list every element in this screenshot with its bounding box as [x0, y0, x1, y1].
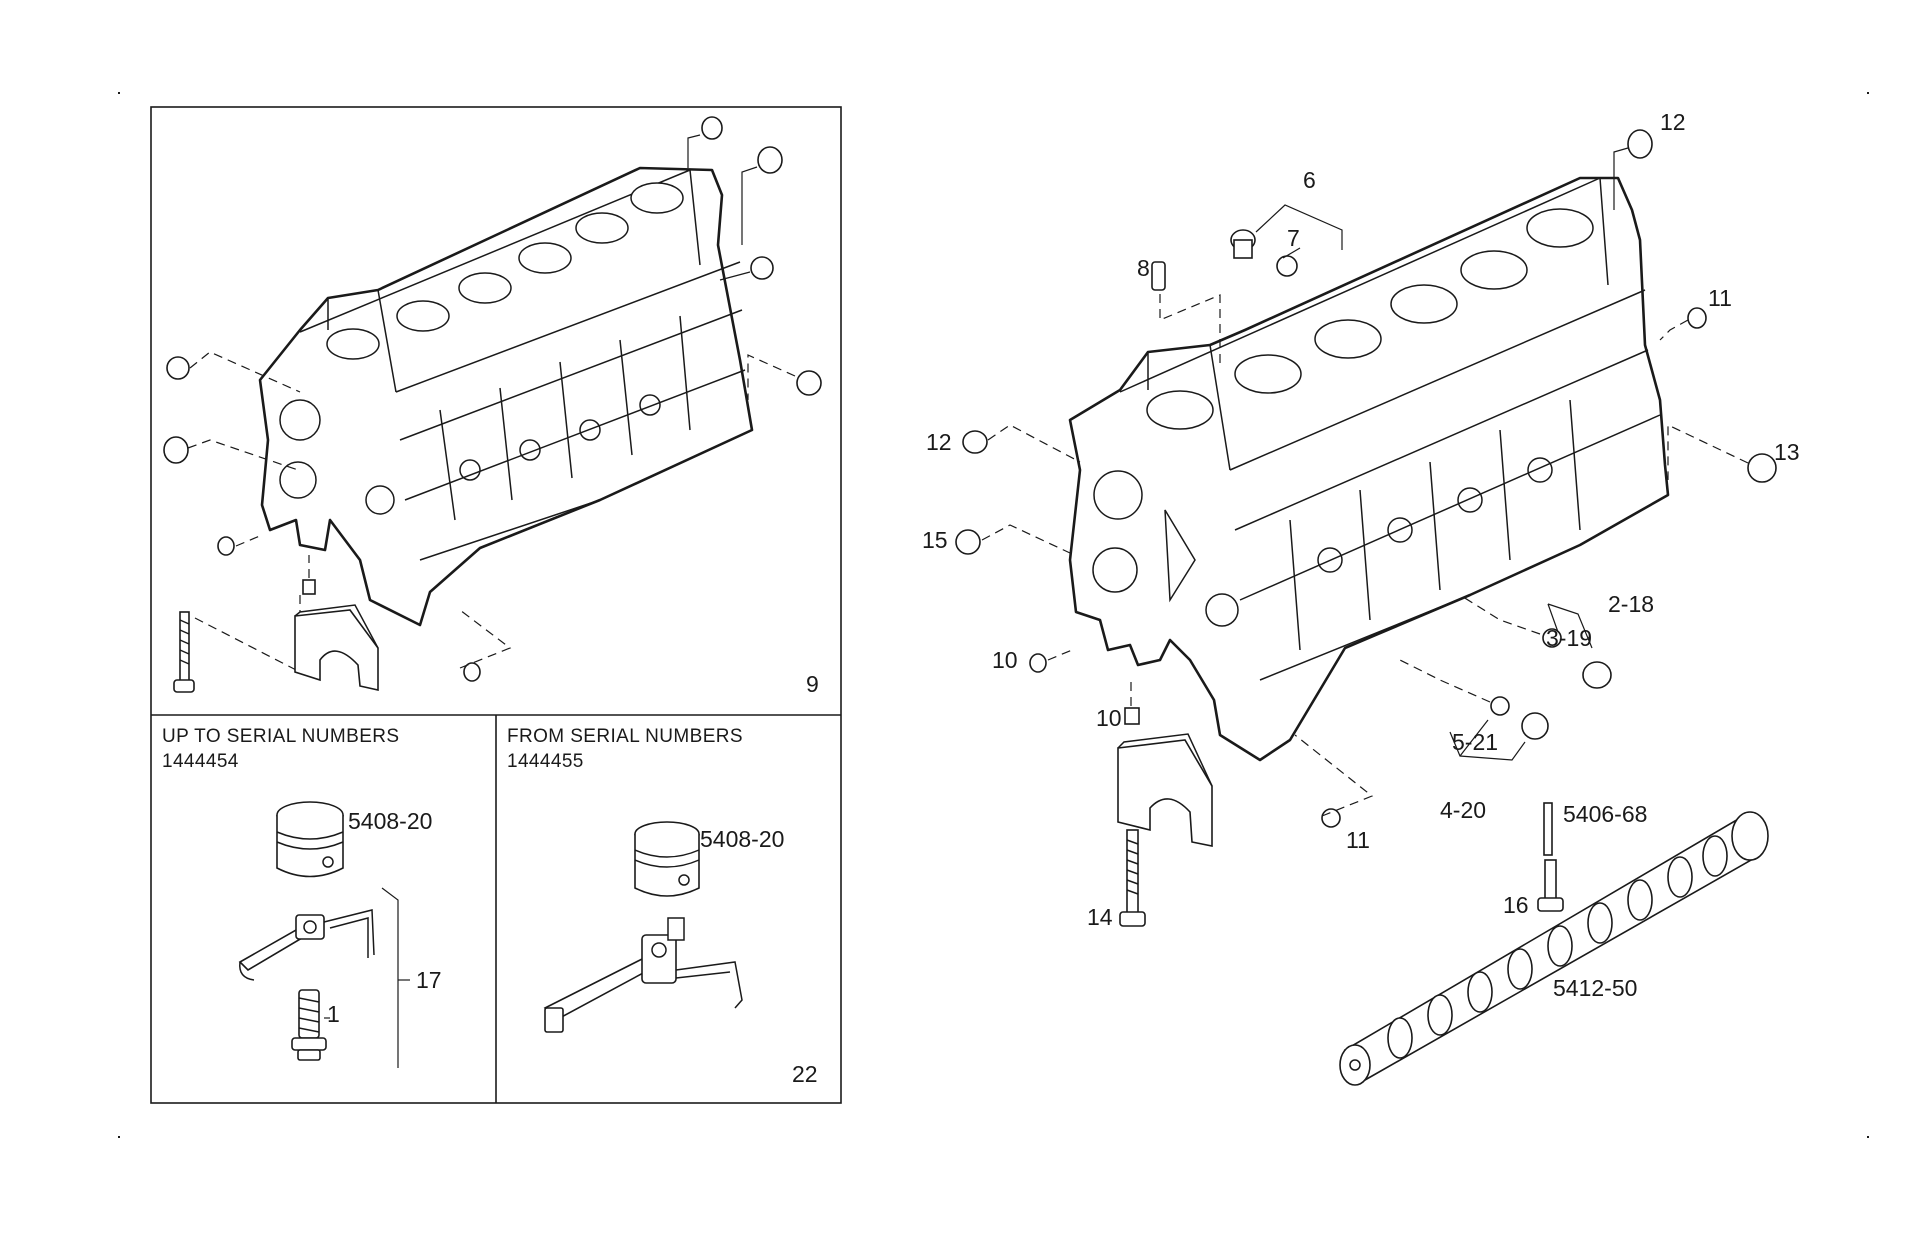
left-main-bolt	[173, 611, 195, 693]
oil-jet-illustration	[238, 909, 375, 981]
callout-16: 16	[1503, 892, 1529, 918]
label-from-serial: 1444455	[507, 751, 584, 772]
piston-new-illustration	[634, 821, 700, 897]
right-plugs	[955, 129, 1777, 856]
section-from-serial: FROM SERIAL NUMBERS 1444455 5408-20 22	[507, 726, 818, 1087]
right-main-bolt	[1119, 829, 1146, 927]
registration-marks	[118, 92, 1869, 1138]
left-panel-frame	[150, 106, 842, 1104]
label-up-to-serial: 1444454	[162, 751, 239, 772]
right-camshaft-bolt	[1537, 859, 1564, 912]
section-up-to-serial: UP TO SERIAL NUMBERS 1444454 5408-20 17	[162, 726, 442, 1068]
callout-4-20: 4-20	[1440, 797, 1486, 823]
label-group-ref: 17	[416, 967, 442, 993]
callout-13: 13	[1774, 439, 1800, 465]
callout-12-left: 12	[926, 429, 952, 455]
camshaft	[1339, 811, 1769, 1086]
label-piston-ref: 5408-20	[348, 808, 432, 834]
bolt-illustration	[291, 989, 327, 1061]
callout-6: 6	[1303, 167, 1316, 193]
callout-3-19: 3-19	[1546, 625, 1592, 651]
left-leaders	[187, 134, 796, 673]
callout-12-top: 12	[1660, 109, 1686, 135]
callout-7: 7	[1287, 225, 1300, 251]
callout-5412-50: 5412-50	[1553, 975, 1637, 1001]
right-callouts: 12 6 7 8 11 12 13 15 2-18 3-19 10 10 5-2…	[922, 109, 1800, 1001]
left-bearing-cap	[294, 604, 379, 691]
callout-2-18: 2-18	[1608, 591, 1654, 617]
callout-14: 14	[1087, 904, 1113, 930]
label-from-title: FROM SERIAL NUMBERS	[507, 726, 743, 747]
callout-5406-68: 5406-68	[1563, 801, 1647, 827]
piston-illustration	[276, 801, 344, 878]
right-leaders	[981, 147, 1749, 817]
callout-11-bottom: 11	[1346, 827, 1370, 853]
callout-11-right: 11	[1708, 285, 1732, 311]
callout-8: 8	[1137, 255, 1150, 281]
callout-10-upper: 10	[992, 647, 1018, 673]
label-panel-ref: 22	[792, 1061, 818, 1087]
callout-5-21: 5-21	[1452, 729, 1498, 755]
callout-10-lower: 10	[1096, 705, 1122, 731]
label-piston-new-ref: 5408-20	[700, 826, 784, 852]
callout-15: 15	[922, 527, 948, 553]
oil-jet-new-illustration	[543, 917, 743, 1033]
label-up-to-title: UP TO SERIAL NUMBERS	[162, 726, 399, 747]
label-bolt-ref: 1	[327, 1001, 340, 1027]
label-ref-9: 9	[806, 671, 819, 697]
left-plugs	[163, 116, 822, 682]
right-engine-block	[1068, 176, 1670, 762]
left-engine-block	[258, 166, 754, 627]
right-bearing-cap	[1117, 733, 1213, 847]
